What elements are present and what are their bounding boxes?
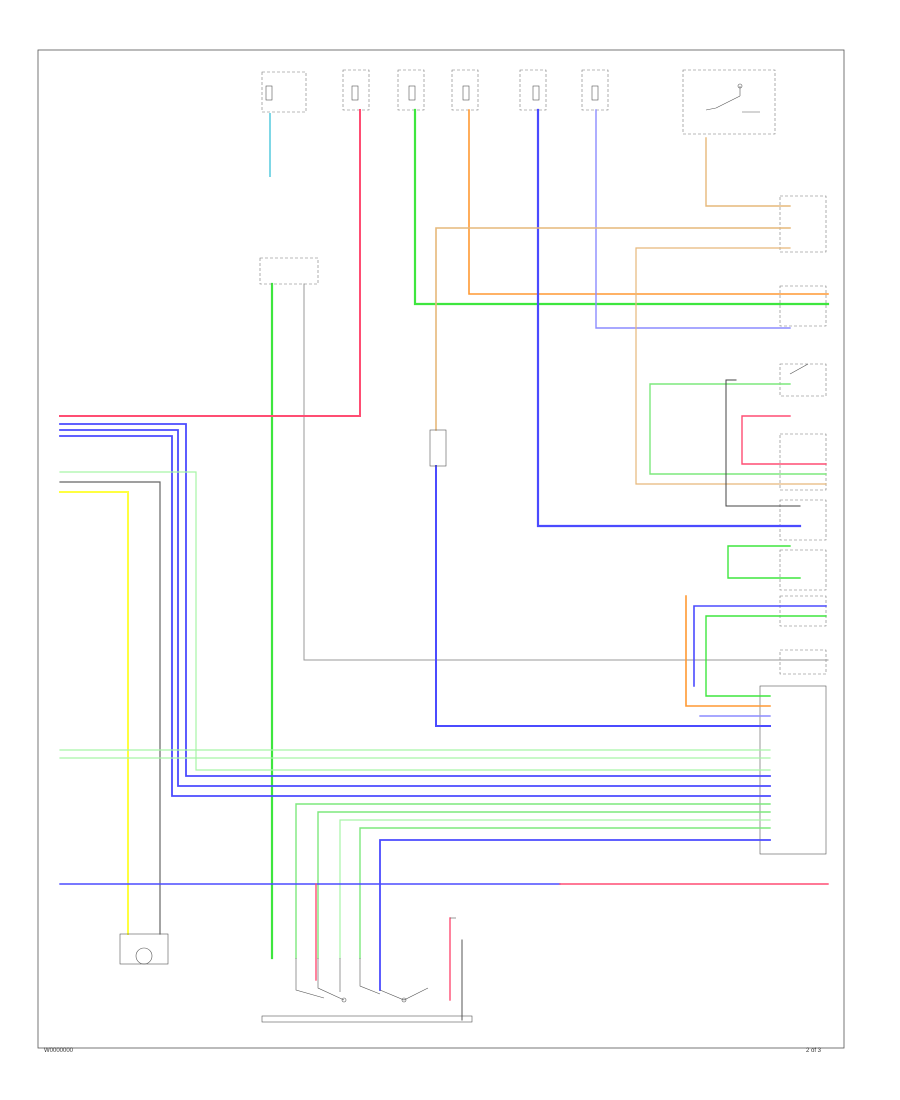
wires <box>59 108 830 1021</box>
wire-green-switch <box>649 383 827 475</box>
wire-lightgreen-low-3 <box>339 819 771 959</box>
wire-blue-low <box>379 839 771 991</box>
wire-blue-left-3 <box>59 435 771 797</box>
diagram-frame <box>37 49 845 1049</box>
wire-orange-stub <box>685 595 771 707</box>
wire-green-lower <box>727 545 801 579</box>
wire-tan-right <box>635 247 827 485</box>
wire-red <box>59 109 361 417</box>
wire-blue-stub <box>693 605 827 687</box>
relay-box <box>429 429 447 467</box>
switch-assembly <box>261 1015 473 1023</box>
wire-blue-left-1 <box>59 423 771 777</box>
wire-green-fuse <box>413 108 830 306</box>
wire-violet-fuse <box>595 109 791 329</box>
wire-green-stub <box>705 615 827 697</box>
right-connectors <box>759 195 827 855</box>
wire-gray-left <box>59 481 161 935</box>
footer-code: W0000000 <box>44 1048 74 1054</box>
wire-blue-left-2 <box>59 429 771 787</box>
sensor-body <box>119 933 169 965</box>
wire-yellow-left <box>59 491 129 935</box>
wire-blue-relay <box>435 465 771 727</box>
wire-green-low-2 <box>317 811 771 959</box>
wire-blue-fuse <box>536 108 802 528</box>
wire-orange-fuse <box>468 109 829 295</box>
page-label: 2 of 3 <box>806 1048 822 1054</box>
wire-lightgreen-left <box>59 471 771 771</box>
wire-gray <box>303 283 829 661</box>
wire-green-low-1 <box>295 803 771 959</box>
top-fuse-blocks <box>261 69 776 135</box>
wire-tan-switch <box>705 137 791 207</box>
wire-tan-relay <box>435 227 791 431</box>
wire-dark-right <box>725 379 801 507</box>
components <box>119 257 473 1023</box>
wire-red-right <box>741 415 827 465</box>
wire-green-low-4 <box>359 827 771 959</box>
